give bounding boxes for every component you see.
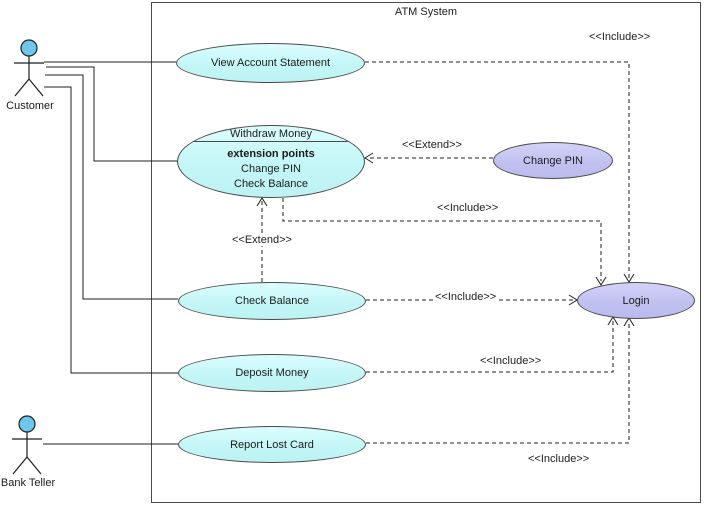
system-boundary bbox=[151, 2, 701, 503]
usecase-label: Deposit Money bbox=[235, 367, 309, 379]
bank-teller-actor-label: Bank Teller bbox=[0, 477, 56, 489]
usecase-check-balance[interactable]: Check Balance bbox=[178, 282, 366, 320]
system-boundary-title: ATM System bbox=[394, 6, 458, 18]
include-stereotype-label: <<Include>> bbox=[436, 202, 500, 214]
include-stereotype-label: <<Include>> bbox=[527, 453, 591, 465]
usecase-withdraw-money[interactable]: Withdraw Money extension points Change P… bbox=[177, 125, 365, 198]
usecase-login[interactable]: Login bbox=[577, 282, 695, 319]
usecase-label: Check Balance bbox=[235, 295, 309, 307]
customer-actor-icon[interactable] bbox=[14, 39, 44, 97]
usecase-view-account-statement[interactable]: View Account Statement bbox=[176, 43, 365, 83]
usecase-label: Withdraw Money bbox=[178, 126, 364, 142]
include-stereotype-label: <<Include>> bbox=[434, 291, 498, 303]
usecase-report-lost-card[interactable]: Report Lost Card bbox=[178, 426, 366, 463]
usecase-label: Login bbox=[622, 294, 650, 307]
extend-changepin-withdraw-connector[interactable] bbox=[364, 152, 493, 164]
customer-actor-label: Customer bbox=[6, 100, 54, 112]
extend-stereotype-label: <<Extend>> bbox=[401, 139, 463, 151]
include-reportlostcard-login-connector[interactable] bbox=[366, 317, 635, 444]
assoc-customer-check-balance[interactable] bbox=[45, 74, 178, 300]
assoc-customer-deposit-money[interactable] bbox=[44, 86, 178, 374]
usecase-label: View Account Statement bbox=[210, 57, 331, 69]
assoc-customer-withdraw-money[interactable] bbox=[46, 66, 177, 162]
extend-checkbalance-withdraw-connector[interactable] bbox=[256, 197, 268, 282]
usecase-label: Report Lost Card bbox=[230, 438, 314, 451]
extension-point-change-pin: Change PIN bbox=[241, 163, 301, 175]
include-stereotype-label: <<Include>> bbox=[588, 31, 652, 43]
extension-point-check-balance: Check Balance bbox=[234, 178, 308, 190]
usecase-deposit-money[interactable]: Deposit Money bbox=[178, 354, 366, 392]
extend-stereotype-label: <<Extend>> bbox=[231, 234, 293, 246]
extension-points-title: extension points bbox=[227, 148, 315, 160]
include-stereotype-label: <<Include>> bbox=[479, 355, 543, 367]
usecase-label: Change PIN bbox=[523, 154, 583, 167]
usecase-change-pin[interactable]: Change PIN bbox=[493, 142, 613, 179]
bank-teller-actor-icon[interactable] bbox=[12, 415, 42, 475]
